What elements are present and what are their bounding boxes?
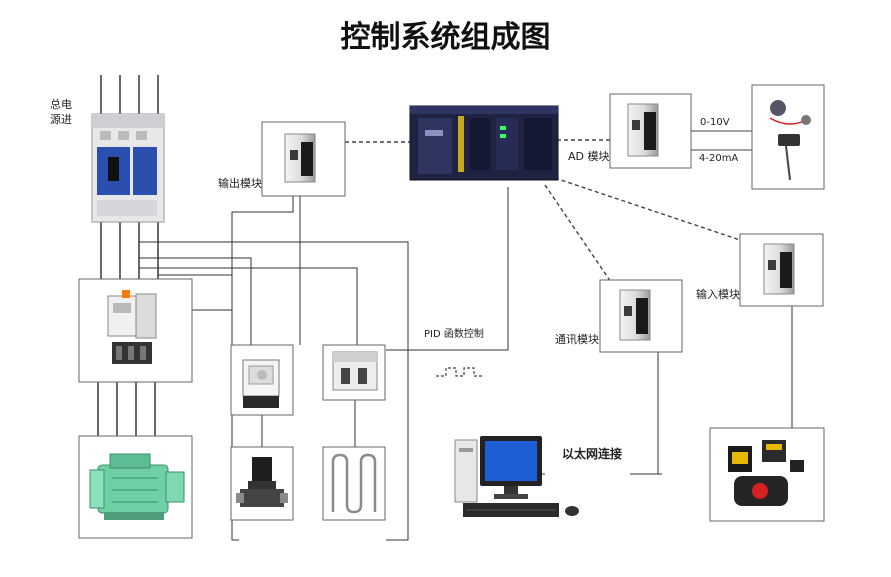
main-power-label-2: 源进 (50, 113, 72, 126)
ad-voltage-range-label: 0-10V (700, 117, 730, 128)
pid-control-label: PID 函数控制 (424, 329, 484, 340)
io-module-icon (627, 103, 659, 157)
compressor-icon (89, 453, 185, 520)
relay-icon (242, 359, 280, 408)
io-module-icon (284, 133, 316, 183)
sensor-icon (728, 440, 804, 506)
ad-current-range-label: 4-20mA (699, 153, 739, 164)
comm-dashed-lines (345, 139, 741, 286)
ethernet-label: 以太网连接 (562, 447, 623, 461)
breaker-icon (91, 113, 165, 223)
comm-module-label: 通讯模块 (555, 333, 599, 346)
ad-signal-lines (691, 130, 752, 151)
io-module-icon (619, 289, 651, 341)
computer-icon (454, 436, 579, 517)
pid-pulse-wave-icon (436, 367, 484, 377)
valve-icon (236, 457, 288, 507)
ssr-icon (332, 351, 378, 391)
main-power-lines (97, 75, 159, 436)
input-module-label: 输入模块 (696, 288, 740, 301)
plc-icon (409, 105, 559, 181)
io-module-icon (763, 243, 795, 295)
main-power-label: 总电 (50, 98, 72, 111)
output-module-label: 输出模块 (218, 177, 262, 190)
page-title: 控制系统组成图 (340, 20, 551, 55)
heater-icon (331, 453, 377, 514)
ad-module-label: AD 模块 (568, 150, 610, 163)
control-wiring (139, 187, 793, 541)
sensor-icon (769, 100, 811, 181)
contactor-icon (107, 290, 157, 364)
